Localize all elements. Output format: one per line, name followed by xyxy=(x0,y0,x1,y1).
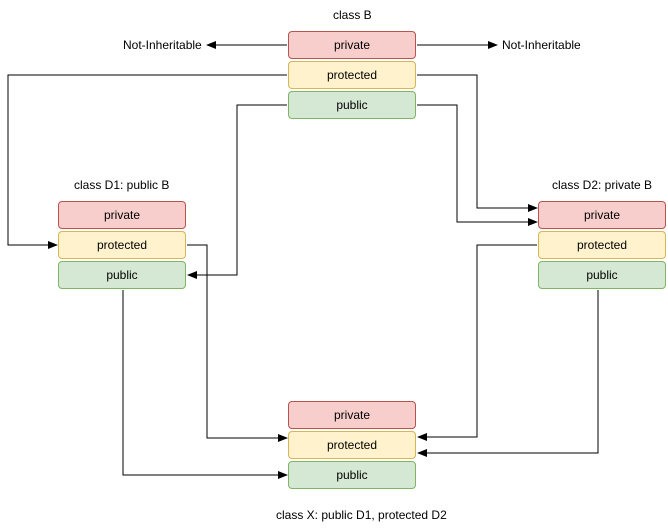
edge-b-protected-to-d2-private xyxy=(417,74,538,212)
class-d1-title: class D1: public B xyxy=(74,178,170,192)
not-inheritable-right-label: Not-Inheritable xyxy=(502,38,581,52)
class-d2-private[interactable]: private xyxy=(538,201,666,229)
edge-d2-protected-to-x-protected xyxy=(417,244,537,441)
edge-b-public-to-d2-private xyxy=(417,104,538,226)
edge-d2-public-to-x-protected xyxy=(417,290,599,457)
class-d2-protected[interactable]: protected xyxy=(538,231,666,259)
not-inheritable-left-label: Not-Inheritable xyxy=(123,38,202,52)
class-b-protected[interactable]: protected xyxy=(288,61,416,89)
class-b-title: class B xyxy=(333,8,372,22)
class-d2-public[interactable]: public xyxy=(538,261,666,289)
class-b-public[interactable]: public xyxy=(288,91,416,119)
class-x-private[interactable]: private xyxy=(288,401,416,429)
class-b-private[interactable]: private xyxy=(288,31,416,59)
edge-b-public-to-d1-public xyxy=(187,104,287,279)
class-x-public[interactable]: public xyxy=(288,461,416,489)
class-d1-private[interactable]: private xyxy=(58,201,186,229)
edge-d1-public-to-x-public xyxy=(122,290,288,479)
class-d1-public[interactable]: public xyxy=(58,261,186,289)
class-x-protected[interactable]: protected xyxy=(288,431,416,459)
class-x-title: class X: public D1, protected D2 xyxy=(276,508,447,522)
class-d2-title: class D2: private B xyxy=(552,178,653,192)
class-d1-protected[interactable]: protected xyxy=(58,231,186,259)
edge-b-protected-to-d1-protected xyxy=(7,74,287,249)
edge-d1-protected-to-x-protected xyxy=(187,244,288,442)
